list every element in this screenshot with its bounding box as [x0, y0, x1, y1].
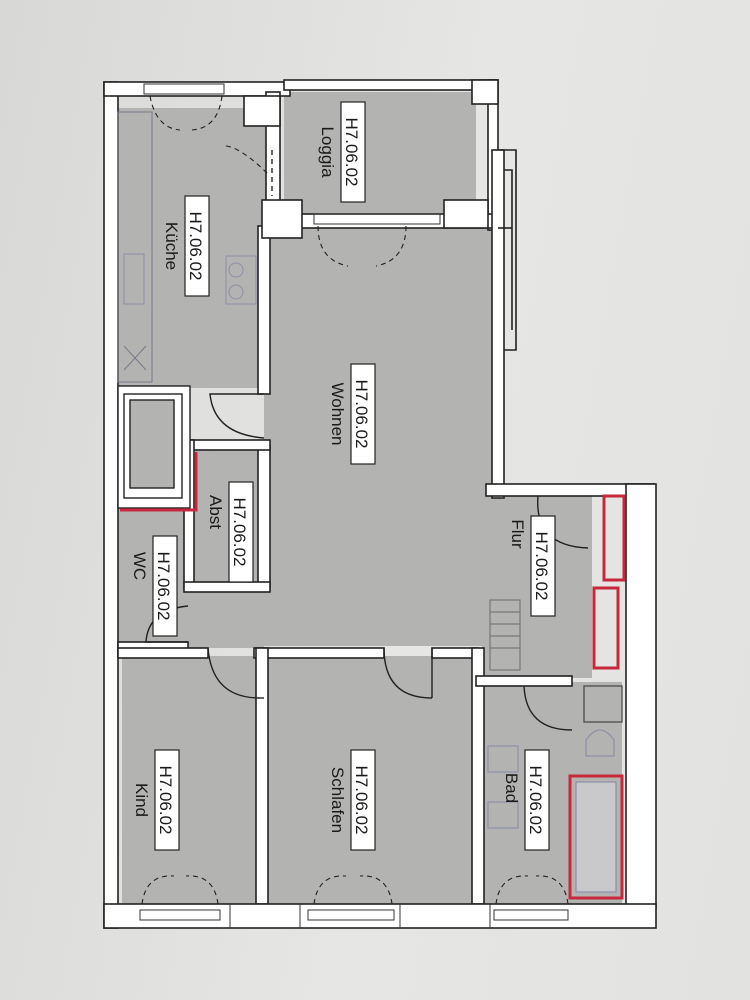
door-kind-balcony: [141, 875, 175, 905]
wall-kind-schlafen: [255, 647, 269, 905]
shaft: [117, 385, 191, 509]
bathtub: [575, 781, 617, 893]
red-accents: [120, 452, 626, 900]
door-loggia: [375, 225, 407, 267]
label-kueche: H7.06.02 Küche: [162, 195, 210, 297]
walls: [103, 79, 657, 929]
floor-loggia: [284, 92, 476, 214]
wall-bad-top: [475, 675, 573, 687]
floor-kind: [122, 656, 262, 910]
shelf: [583, 685, 623, 723]
wall-abst-bottom: [183, 581, 271, 593]
door-kind-balcony: [185, 875, 219, 905]
door-kueche-window: [191, 95, 223, 131]
red-box-flur-1: [602, 494, 626, 582]
room-code: H7.06.02: [526, 766, 545, 835]
room-name: WC: [130, 552, 149, 580]
label-schlafen: H7.06.02 Schlafen: [328, 749, 376, 851]
column-loggia-right: [443, 199, 489, 229]
window-kueche: [143, 83, 225, 95]
red-line-shaft: [120, 452, 198, 512]
wall-outer-right-upper: [491, 149, 505, 499]
room-name: Bad: [502, 773, 521, 803]
door-bad-balcony: [535, 875, 569, 905]
wall-kueche-right: [257, 225, 271, 395]
column-loggia-bottom: [261, 199, 303, 239]
label-kind: H7.06.02 Kind: [132, 749, 180, 851]
room-code: H7.06.02: [230, 498, 249, 567]
washbasin: [487, 745, 519, 773]
window-schlafen: [307, 909, 395, 921]
wall-outer-bottom: [103, 903, 657, 929]
window-loggia: [313, 213, 441, 225]
stove-burner: [228, 262, 244, 278]
stove: [225, 255, 257, 305]
room-code: H7.06.02: [352, 380, 371, 449]
wall-outer-left: [103, 81, 119, 929]
door-bad-balcony: [495, 875, 529, 905]
label-flur: H7.06.02 Flur: [508, 515, 556, 617]
window-bad: [493, 909, 569, 921]
wall-outer-right-lower: [625, 483, 657, 909]
door-bad: [523, 685, 573, 731]
toilet-icon: [585, 729, 615, 757]
room-name: Schlafen: [328, 767, 347, 833]
room-name: Loggia: [318, 126, 337, 178]
column-kueche-top: [243, 95, 281, 127]
wall-abst-right: [257, 445, 271, 589]
room-code: H7.06.02: [186, 212, 205, 281]
door-schlafen-balcony: [313, 875, 347, 905]
room-name: Wohnen: [328, 382, 347, 445]
room-code: H7.06.02: [532, 532, 551, 601]
wall-schlafen-top-a: [253, 647, 385, 659]
door-kueche-loggia: [225, 145, 271, 177]
column-top-right: [471, 79, 499, 105]
label-loggia: H7.06.02 Loggia: [318, 101, 366, 203]
door-loggia: [317, 225, 349, 267]
red-box-bad: [568, 774, 624, 900]
door-schlafen-balcony: [359, 875, 393, 905]
room-name: Kind: [132, 783, 151, 817]
floor-hall-left: [118, 586, 264, 648]
doors: [141, 95, 589, 905]
wall-schlafen-top-b: [431, 647, 479, 659]
label-wc: H7.06.02 WC: [130, 535, 178, 637]
red-box-flur-2: [592, 586, 620, 670]
wall-bedrooms-top: [117, 647, 209, 659]
label-bad: H7.06.02 Bad: [502, 749, 550, 851]
label-wohnen: H7.06.02 Wohnen: [328, 363, 376, 465]
bathroom-fixtures: [487, 599, 623, 893]
door-schlafen: [383, 647, 433, 699]
kitchen-counter: [117, 111, 257, 383]
door-kueche-window: [149, 95, 181, 131]
floor-wohnen: [264, 226, 492, 646]
room-code: H7.06.02: [156, 766, 175, 835]
room-code: H7.06.02: [154, 552, 173, 621]
stair-hatch: [489, 599, 521, 671]
washbasin: [487, 801, 519, 829]
label-abst: H7.06.02 Abst: [206, 481, 254, 583]
stove-burner: [228, 284, 244, 300]
door-kueche-wohnen: [209, 393, 265, 439]
windows: [139, 83, 569, 928]
room-code: H7.06.02: [342, 118, 361, 187]
sink: [123, 253, 145, 305]
room-name: Küche: [162, 222, 181, 270]
room-code: H7.06.02: [352, 766, 371, 835]
door-kind: [207, 647, 261, 699]
window-kind: [139, 909, 221, 921]
room-name: Abst: [206, 495, 225, 529]
wall-abst-top: [183, 439, 271, 451]
wall-top-loggia: [283, 79, 497, 91]
room-name: Flur: [508, 519, 527, 549]
facade-right: [498, 149, 517, 351]
